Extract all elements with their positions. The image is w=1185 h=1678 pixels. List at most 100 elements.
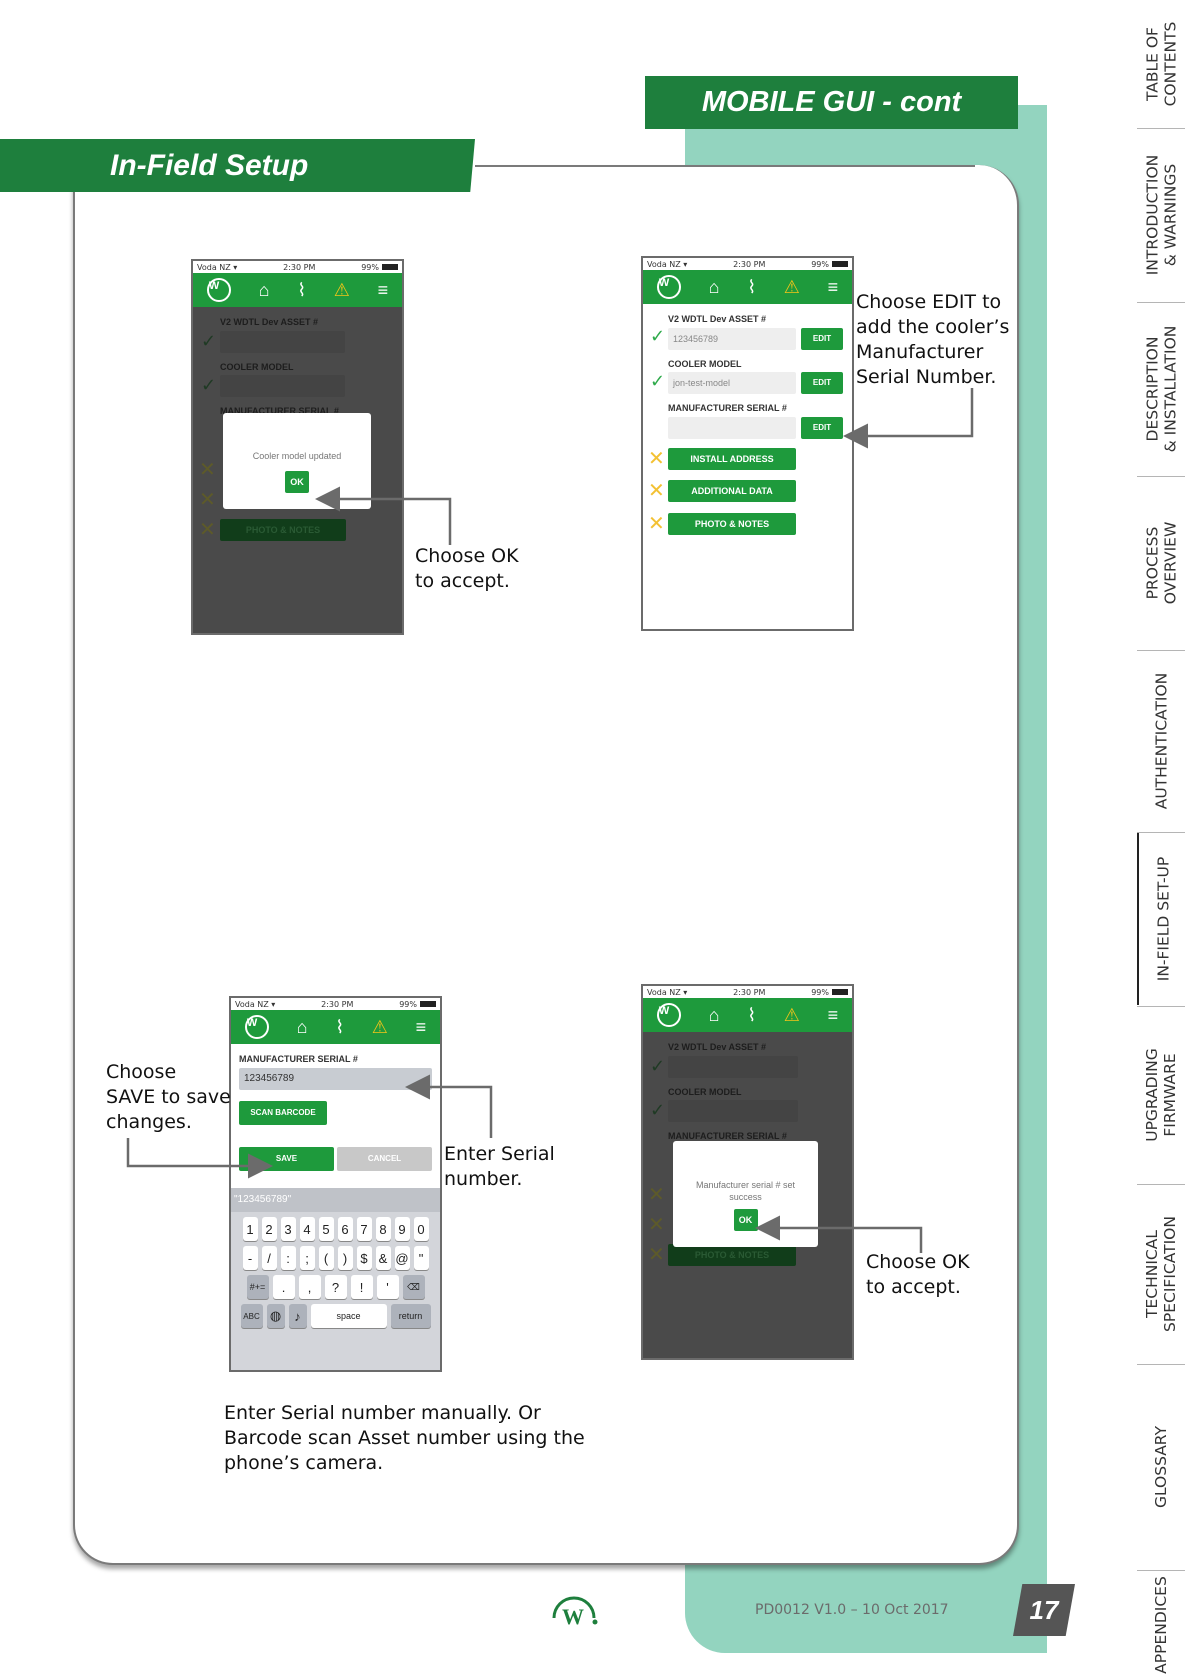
- scan-barcode-button[interactable]: SCAN BARCODE: [239, 1101, 327, 1125]
- serial-field[interactable]: [668, 417, 796, 439]
- warning-icon[interactable]: ⚠: [371, 1016, 388, 1037]
- tab-label: APPENDICES: [1152, 1575, 1170, 1674]
- home-icon[interactable]: ⌂: [258, 279, 270, 300]
- symbol-key[interactable]: @: [394, 1246, 410, 1270]
- carrier: Voda NZ: [647, 259, 681, 269]
- tab-divider: [1137, 302, 1185, 303]
- symbol-key[interactable]: ": [413, 1246, 429, 1270]
- digit-key[interactable]: 8: [375, 1217, 391, 1241]
- digit-key[interactable]: 9: [394, 1217, 410, 1241]
- callout-line: to accept.: [415, 570, 510, 592]
- tab-description[interactable]: DESCRIPTION& INSTALLATION: [1137, 303, 1185, 475]
- digit-key[interactable]: 2: [261, 1217, 277, 1241]
- punctuation-key[interactable]: ?: [324, 1275, 347, 1299]
- punctuation-key[interactable]: ,: [298, 1275, 321, 1299]
- additional-data-button[interactable]: ADDITIONAL DATA: [668, 480, 796, 502]
- digit-key[interactable]: 7: [356, 1217, 372, 1241]
- tab-appendices[interactable]: APPENDICES: [1137, 1571, 1185, 1678]
- digit-key[interactable]: 6: [337, 1217, 353, 1241]
- edit-cooler-button[interactable]: EDIT: [801, 372, 843, 394]
- abc-key[interactable]: ABC: [240, 1304, 263, 1328]
- symbol-key[interactable]: -: [242, 1246, 258, 1270]
- symbol-key[interactable]: (: [318, 1246, 334, 1270]
- dialog-cooler-updated: Cooler model updated OK: [223, 413, 371, 509]
- tab-label: UPGRADING: [1143, 1048, 1161, 1142]
- home-icon[interactable]: ⌂: [296, 1016, 308, 1037]
- digit-key[interactable]: 4: [299, 1217, 315, 1241]
- tab-authentication[interactable]: AUTHENTICATION: [1137, 651, 1185, 831]
- home-icon[interactable]: ⌂: [708, 1004, 720, 1025]
- cooler-field: [668, 1100, 798, 1122]
- check-icon: ✓: [650, 371, 666, 391]
- carrier: Voda NZ: [235, 999, 269, 1009]
- punctuation-key[interactable]: .: [272, 1275, 295, 1299]
- home-icon[interactable]: ⌂: [708, 276, 720, 297]
- space-key[interactable]: space: [310, 1304, 387, 1328]
- menu-icon[interactable]: ≡: [827, 276, 839, 297]
- globe-icon[interactable]: ◍: [266, 1304, 285, 1328]
- warning-icon[interactable]: ⚠: [783, 276, 800, 297]
- return-key[interactable]: return: [390, 1304, 431, 1328]
- menu-icon[interactable]: ≡: [827, 1004, 839, 1025]
- autocorrect-suggestion[interactable]: "123456789": [231, 1188, 440, 1212]
- tab-introduction[interactable]: INTRODUCTION& WARNINGS: [1137, 129, 1185, 301]
- cross-icon: ✕: [648, 1244, 665, 1266]
- app-logo-icon[interactable]: W: [244, 1015, 269, 1039]
- microphone-icon[interactable]: ♪: [288, 1304, 307, 1328]
- chart-icon[interactable]: ⌇: [747, 276, 756, 297]
- tab-glossary[interactable]: GLOSSARY: [1137, 1365, 1185, 1569]
- arrow-save: [126, 1138, 273, 1179]
- digit-key[interactable]: 0: [413, 1217, 429, 1241]
- chart-icon[interactable]: ⌇: [335, 1016, 344, 1037]
- punctuation-key[interactable]: #+=: [246, 1275, 269, 1299]
- app-logo-icon[interactable]: W: [206, 278, 231, 302]
- callout-edit: Choose EDIT to add the cooler’s Manufact…: [856, 290, 1009, 390]
- symbol-key[interactable]: /: [261, 1246, 277, 1270]
- photo-notes-button[interactable]: PHOTO & NOTES: [668, 513, 796, 535]
- digit-key[interactable]: 1: [242, 1217, 258, 1241]
- tab-label: FIRMWARE: [1161, 1053, 1179, 1137]
- warning-icon[interactable]: ⚠: [783, 1004, 800, 1025]
- cooler-field[interactable]: jon-test-model: [668, 372, 796, 394]
- warning-icon[interactable]: ⚠: [333, 279, 350, 300]
- menu-icon[interactable]: ≡: [377, 279, 389, 300]
- ok-button[interactable]: OK: [285, 471, 309, 493]
- punctuation-key[interactable]: !: [350, 1275, 373, 1299]
- digit-key[interactable]: 5: [318, 1217, 334, 1241]
- asset-field[interactable]: 123456789: [668, 328, 796, 350]
- app-logo-icon[interactable]: W: [656, 1003, 681, 1027]
- install-address-button[interactable]: INSTALL ADDRESS: [668, 448, 796, 470]
- app-navbar: W ⌂ ⌇ ⚠ ≡: [231, 1010, 440, 1044]
- symbol-key[interactable]: ): [337, 1246, 353, 1270]
- battery-level: 99%: [361, 262, 379, 272]
- symbol-key[interactable]: $: [356, 1246, 372, 1270]
- symbol-key[interactable]: :: [280, 1246, 296, 1270]
- edit-asset-button[interactable]: EDIT: [801, 328, 843, 350]
- mobile-gui-title: MOBILE GUI - cont: [701, 86, 962, 118]
- digit-key[interactable]: 3: [280, 1217, 296, 1241]
- edit-serial-button[interactable]: EDIT: [801, 417, 843, 439]
- chart-icon[interactable]: ⌇: [297, 279, 306, 300]
- keyboard-row-symbols: -/:;()$&@": [231, 1246, 440, 1270]
- cancel-button[interactable]: CANCEL: [337, 1147, 432, 1171]
- serial-input[interactable]: 123456789: [239, 1068, 432, 1090]
- menu-icon[interactable]: ≡: [415, 1016, 427, 1037]
- tab-in-field-setup[interactable]: IN-FIELD SET-UP: [1137, 833, 1185, 1005]
- battery-icon: [832, 261, 848, 267]
- symbol-key[interactable]: ;: [299, 1246, 315, 1270]
- punctuation-key[interactable]: ⌫: [402, 1275, 425, 1299]
- chart-icon[interactable]: ⌇: [747, 1004, 756, 1025]
- symbol-key[interactable]: &: [375, 1246, 391, 1270]
- ok-button[interactable]: OK: [733, 1209, 758, 1231]
- punctuation-key[interactable]: ': [376, 1275, 399, 1299]
- serial-label: MANUFACTURER SERIAL #: [239, 1054, 358, 1064]
- footer-logo: W: [548, 1590, 600, 1630]
- tab-divider: [1137, 128, 1185, 129]
- callout-line: Enter Serial number manually. Or: [224, 1402, 541, 1424]
- app-logo-icon[interactable]: W: [656, 275, 681, 299]
